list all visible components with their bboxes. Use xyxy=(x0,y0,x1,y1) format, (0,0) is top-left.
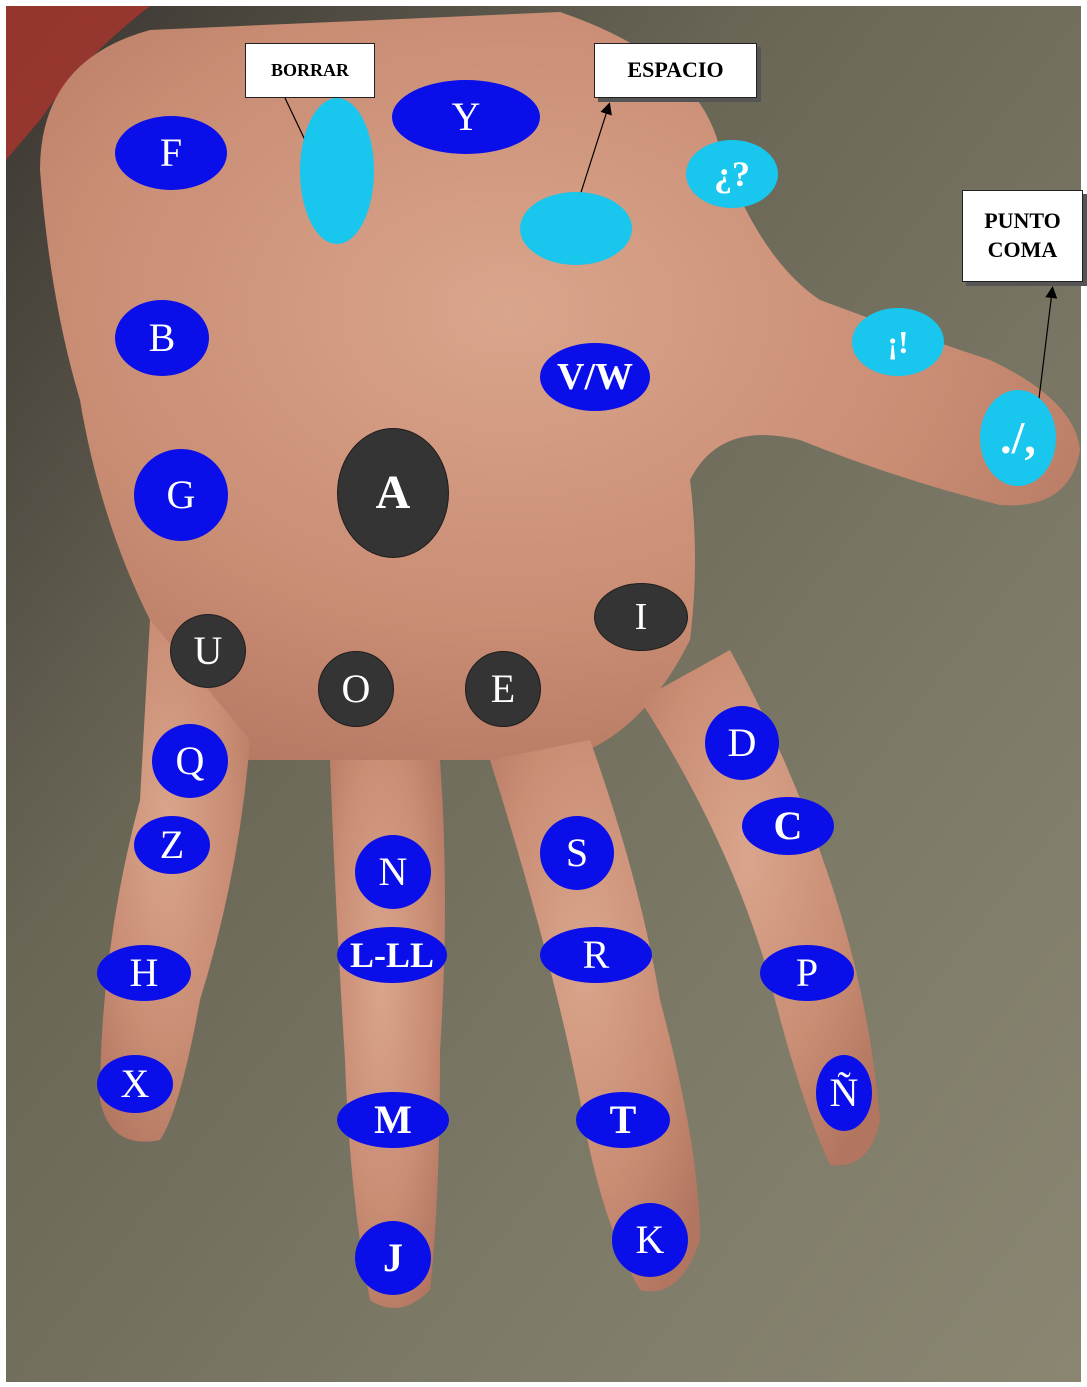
key-s[interactable]: S xyxy=(540,816,614,890)
question-key[interactable]: ¿? xyxy=(686,140,778,208)
key-f[interactable]: F xyxy=(115,116,227,190)
key-z[interactable]: Z xyxy=(134,816,210,874)
key-q[interactable]: Q xyxy=(152,724,228,798)
key-a[interactable]: A xyxy=(337,428,449,558)
key-k[interactable]: K xyxy=(612,1203,688,1277)
key-m[interactable]: M xyxy=(337,1092,449,1148)
borrar-key[interactable] xyxy=(300,98,374,244)
key-g[interactable]: G xyxy=(134,449,228,541)
key-r[interactable]: R xyxy=(540,927,652,983)
key-u[interactable]: U xyxy=(170,614,246,688)
key-vw[interactable]: V/W xyxy=(540,343,650,411)
key-i[interactable]: I xyxy=(594,583,688,651)
punct-key[interactable]: ./, xyxy=(980,390,1056,486)
espacio-callout: ESPACIO xyxy=(594,43,757,98)
key-h[interactable]: H xyxy=(97,945,191,1001)
key-o[interactable]: O xyxy=(318,651,394,727)
key-enye[interactable]: Ñ xyxy=(816,1055,872,1131)
punto-coma-callout: PUNTO COMA xyxy=(962,190,1083,282)
key-t[interactable]: T xyxy=(576,1092,670,1148)
coma-label: COMA xyxy=(988,236,1058,265)
espacio-key[interactable] xyxy=(520,192,632,265)
punto-label: PUNTO xyxy=(984,207,1061,236)
key-y[interactable]: Y xyxy=(392,80,540,154)
exclaim-key[interactable]: ¡! xyxy=(852,308,944,376)
key-x[interactable]: X xyxy=(97,1055,173,1113)
borrar-callout: BORRAR xyxy=(245,43,375,98)
key-c[interactable]: C xyxy=(742,797,834,855)
key-lll[interactable]: L-LL xyxy=(337,927,447,983)
key-d[interactable]: D xyxy=(705,706,779,780)
key-b[interactable]: B xyxy=(115,300,209,376)
key-n[interactable]: N xyxy=(355,835,431,909)
key-e[interactable]: E xyxy=(465,651,541,727)
key-j[interactable]: J xyxy=(355,1221,431,1295)
key-p[interactable]: P xyxy=(760,945,854,1001)
